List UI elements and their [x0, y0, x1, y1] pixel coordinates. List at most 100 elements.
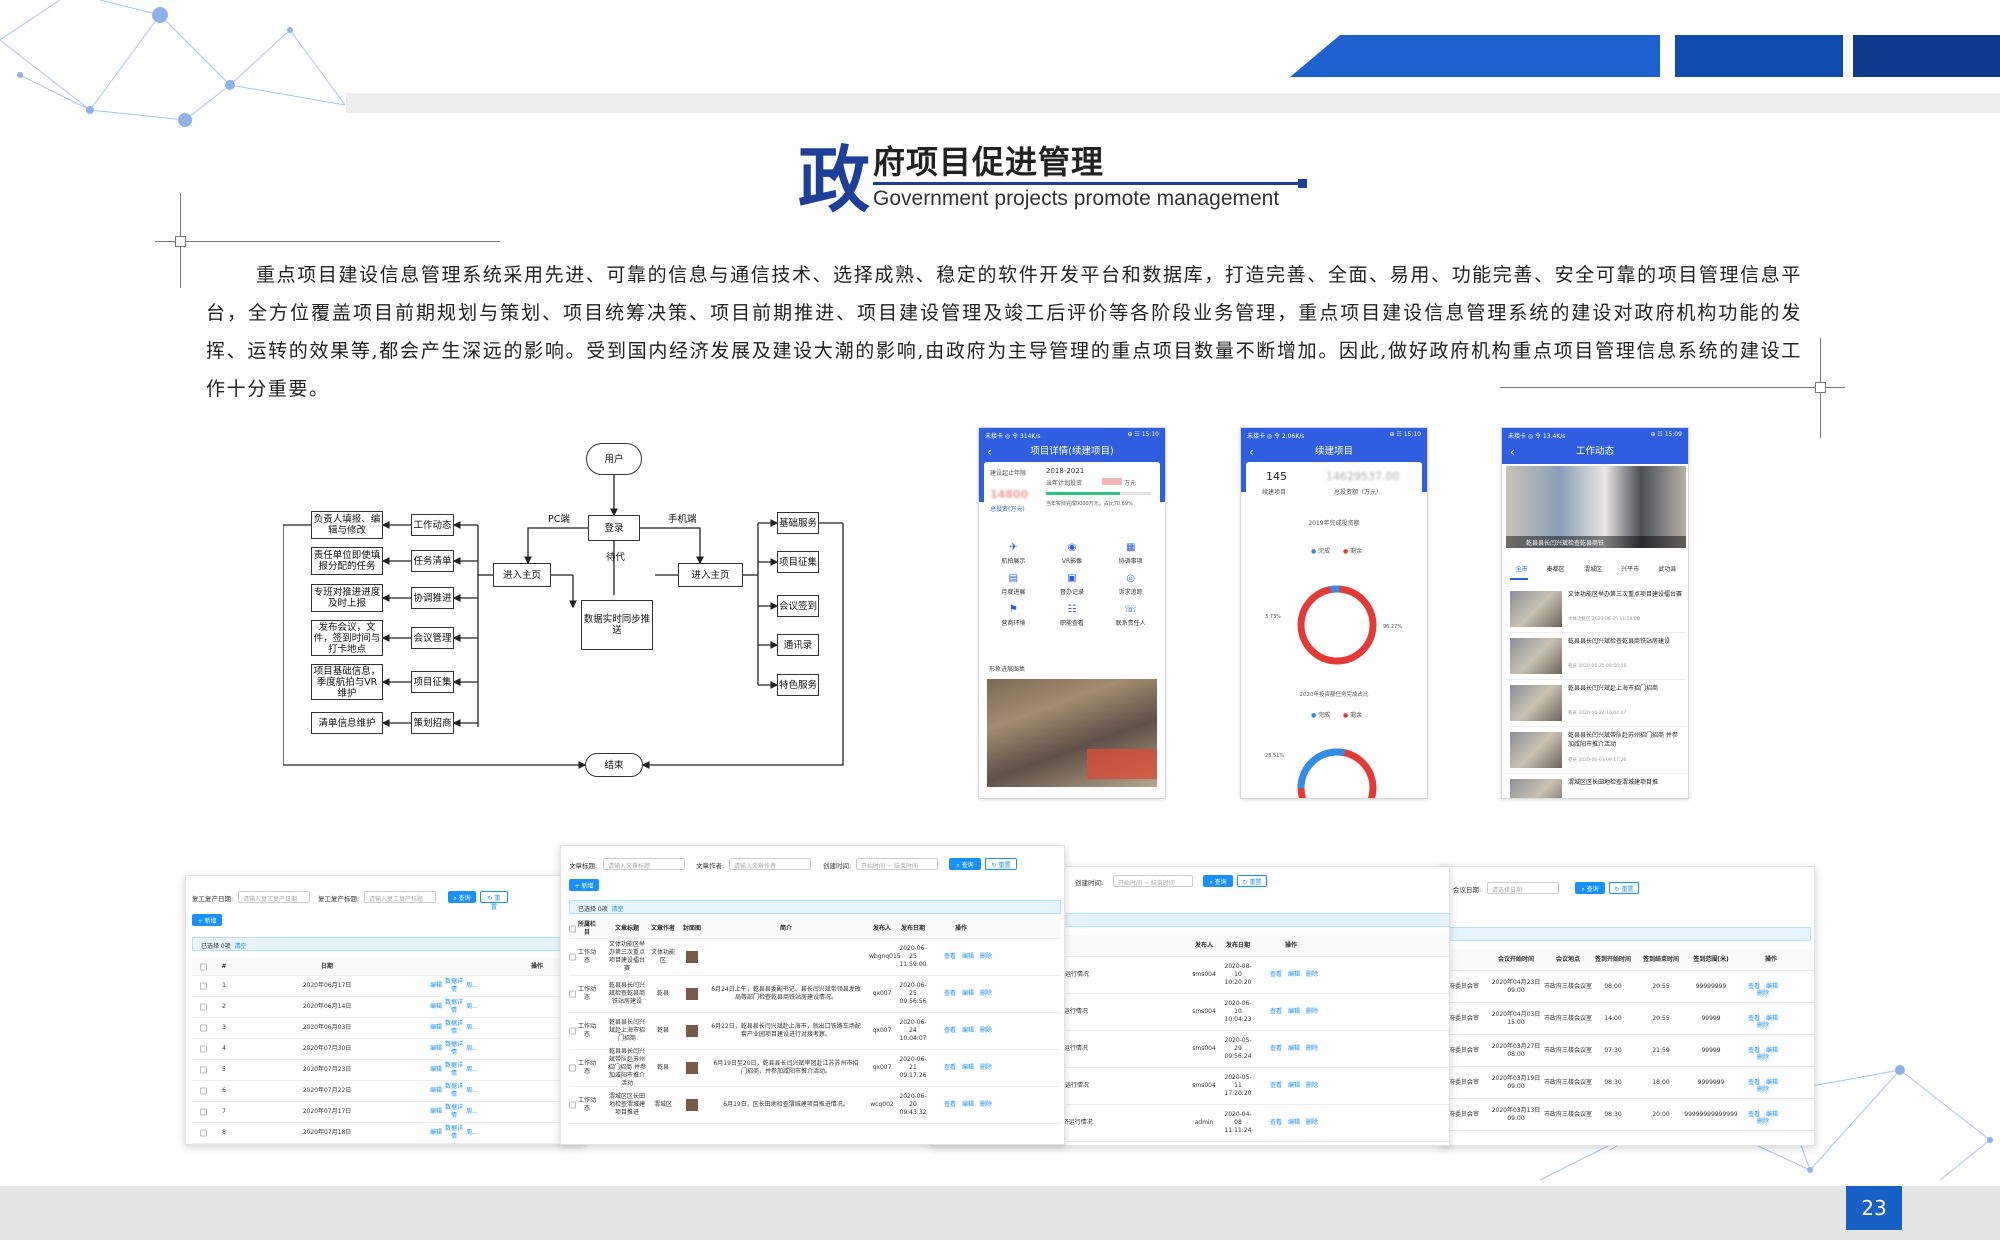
phone1-grid-item[interactable]: ◉VR影像: [1043, 542, 1102, 565]
row-action-2[interactable]: 删除: [1305, 971, 1318, 978]
phone1-grid-item[interactable]: ☏联系责任人: [1101, 604, 1160, 627]
row-action-0[interactable]: 编辑: [429, 1024, 442, 1031]
row-action-2[interactable]: 删除: [979, 990, 992, 997]
row-action-2[interactable]: 删除: [1756, 1022, 1769, 1030]
phone3-tab[interactable]: 兴平市: [1621, 566, 1640, 573]
row-checkbox[interactable]: [569, 990, 576, 998]
row-action-0[interactable]: 查看: [943, 990, 956, 997]
t1-reset-button[interactable]: ↻ 重置: [480, 891, 508, 911]
row-action-1[interactable]: 编辑: [1765, 982, 1778, 990]
row-action-1[interactable]: 数据详情: [445, 978, 464, 993]
row-action-2[interactable]: 周...: [466, 1108, 478, 1115]
row-action-0[interactable]: 编辑: [429, 1087, 442, 1094]
back-arrow-icon[interactable]: ‹: [1249, 445, 1254, 459]
row-action-0[interactable]: 查看: [943, 953, 956, 960]
row-action-2[interactable]: 删除: [1305, 1008, 1318, 1015]
row-action-2[interactable]: 周...: [466, 1066, 478, 1073]
row-checkbox[interactable]: [569, 925, 576, 932]
t1-search-button[interactable]: ⌕ 查询: [448, 891, 476, 903]
t1-filter1-input[interactable]: 请输入复工复产日期: [238, 891, 310, 903]
row-action-2[interactable]: 周...: [466, 1129, 478, 1136]
row-action-0[interactable]: 查看: [1269, 971, 1282, 978]
row-action-0[interactable]: 查看: [1747, 1014, 1760, 1022]
row-action-2[interactable]: 删除: [979, 953, 992, 960]
row-action-1[interactable]: 编辑: [1287, 1082, 1300, 1089]
row-action-1[interactable]: 数据详情: [445, 1125, 464, 1140]
t3-reset-button[interactable]: ↻ 重置: [1237, 875, 1267, 887]
t1-add-button[interactable]: + 新增: [192, 914, 222, 926]
row-checkbox[interactable]: [200, 1066, 207, 1074]
row-action-1[interactable]: 数据详情: [445, 1083, 464, 1098]
phone1-grid-item[interactable]: ◎诉求追踪: [1101, 573, 1160, 596]
row-action-2[interactable]: 删除: [1756, 1054, 1769, 1062]
phone3-news-item[interactable]: 文体功能区举办第三次重点项目建设擂台赛文体功能区 2020-06-25 11:5…: [1506, 586, 1686, 633]
row-action-1[interactable]: 编辑: [1765, 1014, 1778, 1022]
t2-author-input[interactable]: 请输入文章作者: [729, 858, 811, 870]
row-checkbox[interactable]: [200, 1129, 207, 1137]
row-action-0[interactable]: 查看: [1747, 1110, 1760, 1118]
phone3-tab[interactable]: 武功县: [1658, 566, 1677, 573]
row-action-0[interactable]: 查看: [943, 1027, 956, 1034]
t2-search-button[interactable]: ⌕ 查询: [949, 858, 981, 870]
row-action-0[interactable]: 查看: [943, 1101, 956, 1108]
row-action-1[interactable]: 编辑: [961, 1064, 974, 1071]
row-action-0[interactable]: 查看: [943, 1064, 956, 1071]
phone3-tab[interactable]: 秦都区: [1546, 566, 1565, 573]
row-checkbox[interactable]: [200, 1108, 207, 1116]
phone3-tab[interactable]: 渭城区: [1583, 566, 1602, 573]
row-action-2[interactable]: 删除: [979, 1101, 992, 1108]
row-action-1[interactable]: 编辑: [961, 1027, 974, 1034]
row-action-1[interactable]: 数据详情: [445, 999, 464, 1014]
phone3-news-item[interactable]: 乾县县长闫兴斌赴上海市招门招商乾县 2020-06-24 10:04:07: [1506, 680, 1686, 727]
row-action-1[interactable]: 编辑: [961, 1101, 974, 1108]
row-checkbox[interactable]: [569, 1027, 576, 1035]
t4-date-input[interactable]: 请选择日期: [1487, 882, 1559, 894]
row-action-0[interactable]: 编辑: [429, 1066, 442, 1073]
row-checkbox[interactable]: [200, 1024, 207, 1032]
t3-search-button[interactable]: ⌕ 查询: [1203, 875, 1233, 887]
row-action-1[interactable]: 数据详情: [445, 1041, 464, 1056]
phone1-grid-item[interactable]: ✈航拍展示: [984, 542, 1043, 565]
row-action-1[interactable]: 编辑: [1765, 1110, 1778, 1118]
row-action-2[interactable]: 周...: [466, 982, 478, 989]
row-action-0[interactable]: 查看: [1747, 982, 1760, 990]
row-action-1[interactable]: 编辑: [1765, 1046, 1778, 1054]
row-action-1[interactable]: 数据详情: [445, 1104, 464, 1119]
row-action-0[interactable]: 查看: [1269, 1082, 1282, 1089]
row-action-2[interactable]: 周...: [466, 1003, 478, 1010]
phone1-grid-item[interactable]: ⚑营商环境: [984, 604, 1043, 627]
row-checkbox[interactable]: [569, 953, 576, 961]
row-action-1[interactable]: 编辑: [1287, 1119, 1300, 1126]
t2-clear-link[interactable]: 清空: [611, 906, 624, 913]
phone3-tab[interactable]: 全市: [1515, 566, 1528, 573]
row-action-2[interactable]: 周...: [466, 1024, 478, 1031]
row-action-1[interactable]: 编辑: [961, 953, 974, 960]
row-action-0[interactable]: 查看: [1747, 1078, 1760, 1086]
row-action-1[interactable]: 数据详情: [445, 1062, 464, 1077]
row-action-2[interactable]: 删除: [1756, 1118, 1769, 1126]
row-action-2[interactable]: 删除: [1756, 1086, 1769, 1094]
row-action-2[interactable]: 周...: [466, 1045, 478, 1052]
row-action-0[interactable]: 编辑: [429, 982, 442, 989]
phone1-grid-item[interactable]: ▣督办记录: [1043, 573, 1102, 596]
t1-clear-link[interactable]: 清空: [234, 943, 247, 950]
row-action-0[interactable]: 查看: [1747, 1046, 1760, 1054]
row-action-0[interactable]: 编辑: [429, 1129, 442, 1136]
